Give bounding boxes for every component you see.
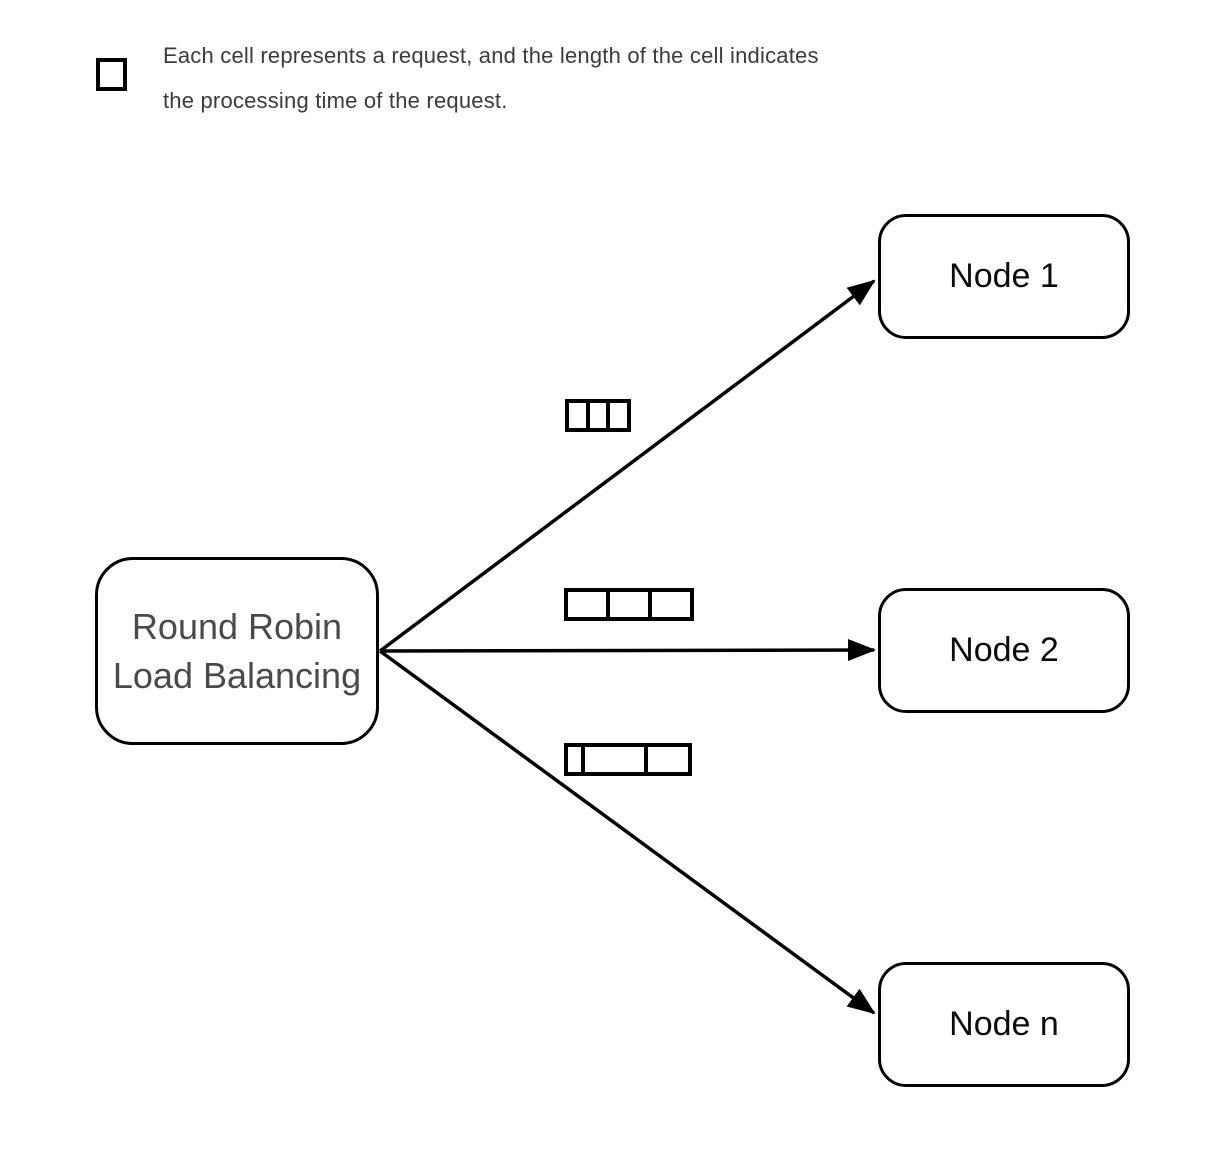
balancer-box: Round Robin Load Balancing	[95, 557, 379, 745]
request-cell	[610, 592, 648, 617]
node-label: Node 2	[949, 631, 1059, 669]
legend-text: Each cell represents a request, and the …	[163, 33, 819, 123]
legend-line-2: the processing time of the request.	[163, 88, 508, 113]
request-cell	[568, 592, 606, 617]
request-cell	[652, 592, 690, 617]
request-cell	[648, 747, 688, 772]
legend-line-1: Each cell represents a request, and the …	[163, 43, 819, 68]
balancer-label-line-1: Round Robin	[131, 606, 343, 647]
node-box-2: Node 2	[878, 588, 1130, 713]
arrow-to-node-1	[378, 279, 876, 653]
request-cell	[589, 403, 607, 428]
cell-square-icon	[96, 58, 127, 91]
node-box-1: Node 1	[878, 214, 1130, 339]
request-cell	[569, 403, 586, 428]
balancer-label-line-2: Load Balancing	[112, 655, 362, 696]
arrow-to-node-n	[378, 649, 876, 1015]
request-cell	[610, 403, 628, 428]
request-strip-node-1	[565, 399, 631, 432]
node-label: Node 1	[949, 257, 1059, 295]
arrow-to-node-2	[379, 639, 876, 662]
request-cell	[585, 747, 644, 772]
request-cell	[568, 747, 581, 772]
request-strip-node-2	[564, 588, 694, 621]
node-box-n: Node n	[878, 962, 1130, 1087]
node-label: Node n	[949, 1005, 1059, 1043]
request-strip-node-n	[564, 743, 692, 776]
